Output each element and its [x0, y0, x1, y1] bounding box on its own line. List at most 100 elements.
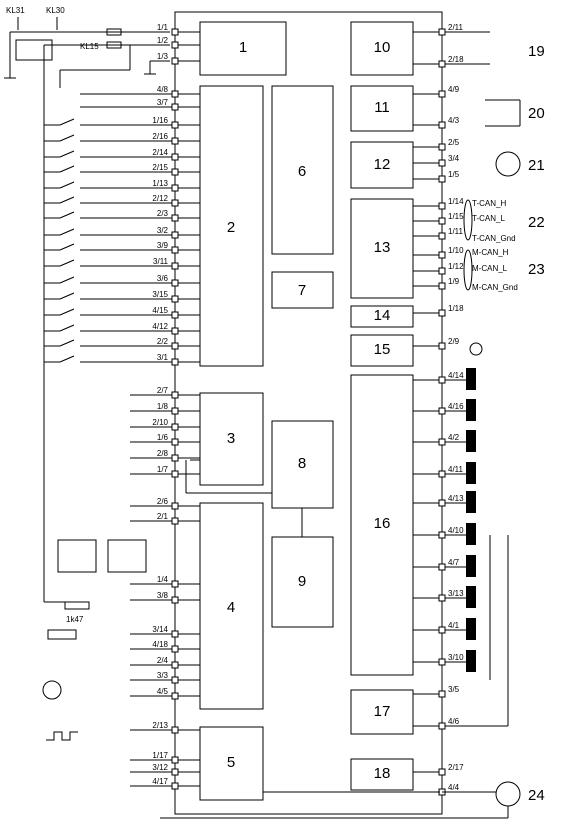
- block-11: [350, 85, 414, 132]
- component-number-21: 21: [528, 157, 545, 174]
- pin-right-4-3: [438, 121, 446, 129]
- pin-left-2-15: [171, 168, 179, 176]
- solenoid-icon-3: [466, 430, 476, 452]
- block-label-7: 7: [298, 282, 306, 299]
- component-number-24: 24: [528, 787, 545, 804]
- pin-left-4-17: [171, 782, 179, 790]
- block-16: [350, 374, 414, 676]
- pin-left-3-3: [171, 676, 179, 684]
- block-1: [199, 21, 287, 76]
- pin-left-3-1: [171, 358, 179, 366]
- pin-left-label: 1/4: [157, 575, 169, 584]
- ntc-icon: [47, 629, 77, 640]
- pin-right-1-12: [438, 267, 446, 275]
- pin-right-3-13: [438, 594, 446, 602]
- pin-left-4-15: [171, 311, 179, 319]
- pin-left-3-7: [171, 103, 179, 111]
- pin-left-2-14: [171, 153, 179, 161]
- pin-right-label: 4/2: [448, 433, 460, 442]
- pin-left-3-14: [171, 630, 179, 638]
- pin-left-label: 3/9: [157, 241, 169, 250]
- pin-left-label: 2/4: [157, 656, 169, 665]
- pin-left-3-8: [171, 596, 179, 604]
- sensor-icon-2: [107, 539, 147, 573]
- pin-right-2-9: [438, 342, 446, 350]
- internal-wiring: [185, 459, 440, 793]
- pin-left-label: 2/8: [157, 449, 169, 458]
- pin-left-label: 2/16: [152, 132, 168, 141]
- pin-left-label: 1/17: [152, 751, 168, 760]
- pin-right-1-10: [438, 251, 446, 259]
- pin-left-label: 3/8: [157, 591, 169, 600]
- block-6: [271, 85, 334, 255]
- pin-right-label: 1/5: [448, 170, 460, 179]
- pin-left-label: 2/12: [152, 194, 168, 203]
- pin-left-label: 3/15: [152, 290, 168, 299]
- pin-right-4-6: [438, 722, 446, 730]
- can-label-1: T-CAN_L: [472, 214, 505, 223]
- pin-right-label: 4/3: [448, 116, 460, 125]
- block-label-9: 9: [298, 573, 306, 590]
- block-17: [350, 689, 414, 735]
- solenoid-icon-2: [466, 399, 476, 421]
- block-label-16: 16: [374, 515, 391, 532]
- pin-right-label: 2/9: [448, 337, 460, 346]
- block-label-4: 4: [227, 599, 235, 616]
- block-label-15: 15: [374, 341, 391, 358]
- block-3: [199, 392, 264, 486]
- pin-left-1-7: [171, 470, 179, 478]
- sensor-24-icon: [495, 781, 521, 807]
- pin-left-2-3: [171, 214, 179, 222]
- pin-right-4-2: [438, 438, 446, 446]
- pin-left-4-5: [171, 692, 179, 700]
- block-2: [199, 85, 264, 367]
- pin-left-label: 4/5: [157, 687, 169, 696]
- pin-right-4-16: [438, 407, 446, 415]
- pin-right-label: 3/13: [448, 589, 464, 598]
- pin-right-4-14: [438, 376, 446, 384]
- pin-right-1-9: [438, 282, 446, 290]
- pin-right-label: 4/13: [448, 494, 464, 503]
- pin-left-label: 3/14: [152, 625, 168, 634]
- pin-left-2-12: [171, 199, 179, 207]
- pin-right-label: 1/11: [448, 227, 464, 236]
- block-8: [271, 420, 334, 509]
- left-components: 1k47: [42, 539, 147, 741]
- pin-left-label: 2/14: [152, 148, 168, 157]
- pin-right-2-17: [438, 768, 446, 776]
- pin-right-label: 4/6: [448, 717, 460, 726]
- solenoid-icon-4: [466, 462, 476, 484]
- pin-right-2-11: [438, 28, 446, 36]
- pin-left-label: 2/7: [157, 386, 169, 395]
- supply-area: KL31 KL30 KL15: [4, 6, 170, 115]
- pin-left-label: 4/12: [152, 322, 168, 331]
- pin-right-label: 1/12: [448, 262, 464, 271]
- solenoid-icon-5: [466, 491, 476, 513]
- pin-left-label: 4/17: [152, 777, 168, 786]
- pin-right-label: 4/9: [448, 85, 460, 94]
- pin-right-label: 1/9: [448, 277, 460, 286]
- resistor-label: 1k47: [66, 615, 84, 624]
- block-12: [350, 141, 414, 189]
- pin-right-label: 4/1: [448, 621, 460, 630]
- pin-right-1-5: [438, 175, 446, 183]
- block-4: [199, 502, 264, 710]
- pin-left-2-1: [171, 517, 179, 525]
- pin-left-label: 1/8: [157, 402, 169, 411]
- pin-left-label: 3/1: [157, 353, 169, 362]
- pin-right-label: 4/16: [448, 402, 464, 411]
- block-label-3: 3: [227, 430, 235, 447]
- solenoid-icon-8: [466, 586, 476, 608]
- solenoid-icon-10: [466, 650, 476, 672]
- block-label-11: 11: [374, 99, 390, 116]
- pin-left-4-12: [171, 327, 179, 335]
- pin-left-label: 1/16: [152, 116, 168, 125]
- pin-right-label: 1/15: [448, 212, 464, 221]
- pin-right-label: 3/4: [448, 154, 460, 163]
- pulse-icon: [46, 731, 78, 741]
- solenoid-icon-7: [466, 555, 476, 577]
- component-number-23: 23: [528, 261, 545, 278]
- battery-icon: [15, 39, 53, 61]
- pin-left-2-16: [171, 137, 179, 145]
